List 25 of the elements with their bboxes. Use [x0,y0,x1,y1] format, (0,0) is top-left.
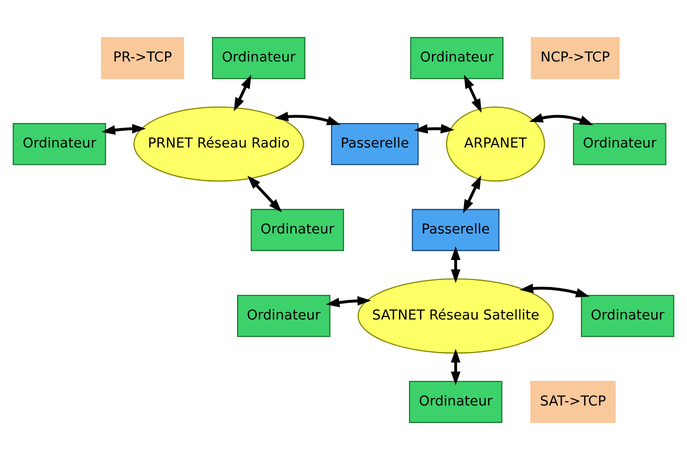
node-box: Passerelle [330,122,419,165]
arrow [234,74,252,111]
arrow [326,296,372,307]
arrow [450,348,460,385]
node-box: SAT->TCP [530,380,616,423]
node-box: PR->TCP [100,36,184,79]
arrow [450,246,460,283]
arrow [464,74,482,112]
arrow [247,175,282,212]
node-box: Ordinateur [580,294,674,337]
arrow [102,123,146,134]
node-box: Passerelle [412,208,500,251]
arrow [529,112,594,125]
node-box: Ordinateur [572,122,666,165]
node-box: Ordinateur [408,380,502,423]
node-box: Ordinateur [410,36,504,79]
arrow [414,123,454,134]
arrow [463,174,482,213]
arrow [520,283,590,297]
node-box: Ordinateur [237,294,330,337]
node-box: Ordinateur [212,36,306,79]
node-box: Ordinateur [250,208,344,251]
node-box: NCP->TCP [530,36,620,79]
node-box: Ordinateur [12,122,106,165]
arrow [274,111,341,125]
